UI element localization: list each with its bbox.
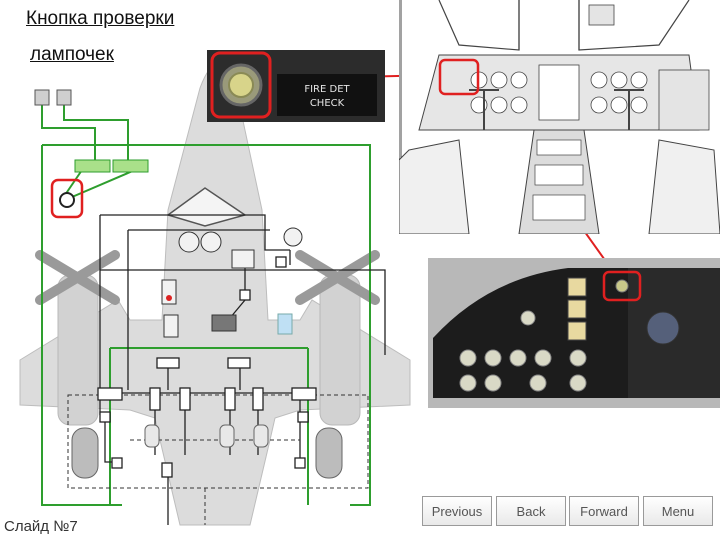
back-button[interactable]: Back: [496, 496, 566, 526]
green-wiring: [41, 103, 371, 506]
red-lamp: [166, 295, 172, 301]
circuit-breakers: [34, 89, 72, 106]
red-lamp-unit: [161, 279, 177, 305]
check-button-closeup-photo: FIRE DET CHECK: [207, 50, 385, 122]
gauges: [178, 227, 303, 253]
fire-detection-panel-photo: [428, 258, 720, 408]
menu-button[interactable]: Menu: [643, 496, 713, 526]
slide-number-label: Слайд №7: [4, 518, 78, 535]
fire-bottles: [144, 424, 269, 448]
panel-drawing: [428, 258, 720, 408]
previous-button[interactable]: Previous: [422, 496, 492, 526]
left-engine-nacelle: [57, 274, 99, 426]
closeup-drawing: FIRE DET CHECK: [207, 50, 385, 122]
closeup-label-line1: FIRE DET: [304, 84, 350, 95]
relay-blocks: [74, 159, 149, 173]
right-propeller: [295, 250, 380, 305]
right-engine-nacelle: [319, 274, 361, 426]
forward-button[interactable]: Forward: [569, 496, 639, 526]
cockpit-overview-image: [399, 0, 720, 234]
left-wheel: [71, 427, 99, 479]
slide-title-line2: лампочек: [30, 44, 114, 65]
switch-unit: [163, 314, 179, 338]
indicator-box: [231, 249, 255, 269]
coolant-container: [277, 313, 293, 335]
check-button-symbol: [59, 192, 75, 208]
fire-extinguisher-tank: [211, 314, 237, 332]
slide-title-line1: Кнопка проверки: [26, 8, 175, 29]
right-wheel: [315, 427, 343, 479]
closeup-label-line2: CHECK: [310, 98, 345, 109]
check-button-highlight: [50, 178, 84, 219]
left-propeller: [35, 250, 120, 305]
cockpit-drawing: [399, 0, 720, 234]
relay-boxes: [97, 256, 317, 478]
